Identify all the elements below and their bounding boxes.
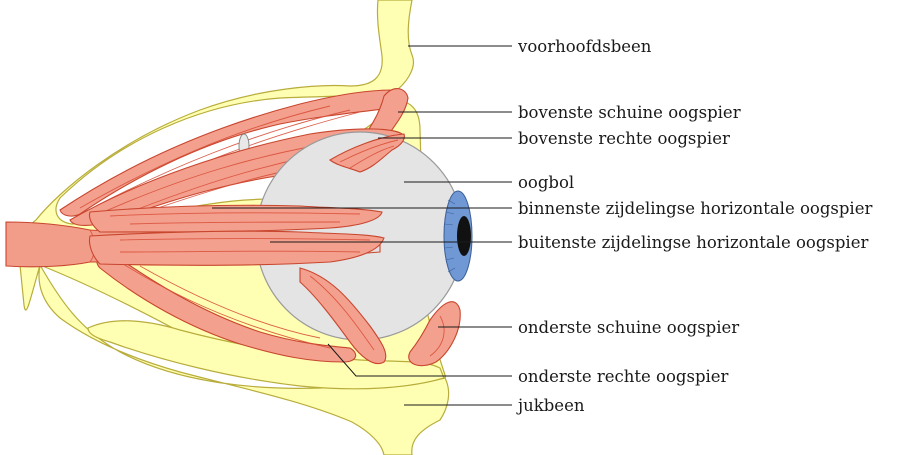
label-frontal-bone: voorhoofdsbeen xyxy=(517,37,652,56)
lateral-rectus-muscle xyxy=(89,231,384,265)
label-inferior-rectus: onderste rechte oogspier xyxy=(518,367,729,386)
label-inferior-oblique: onderste schuine oogspier xyxy=(518,318,739,337)
labels: voorhoofdsbeen bovenste schuine oogspier… xyxy=(516,37,872,415)
label-eyeball: oogbol xyxy=(518,173,574,192)
label-zygomatic-bone: jukbeen xyxy=(516,396,585,415)
label-lateral-rectus: buitenste zijdelingse horizontale oogspi… xyxy=(518,233,868,252)
label-medial-rectus: binnenste zijdelingse horizontale oogspi… xyxy=(518,199,872,218)
label-superior-rectus: bovenste rechte oogspier xyxy=(518,129,730,148)
pupil xyxy=(457,216,471,256)
label-superior-oblique: bovenste schuine oogspier xyxy=(518,103,741,122)
